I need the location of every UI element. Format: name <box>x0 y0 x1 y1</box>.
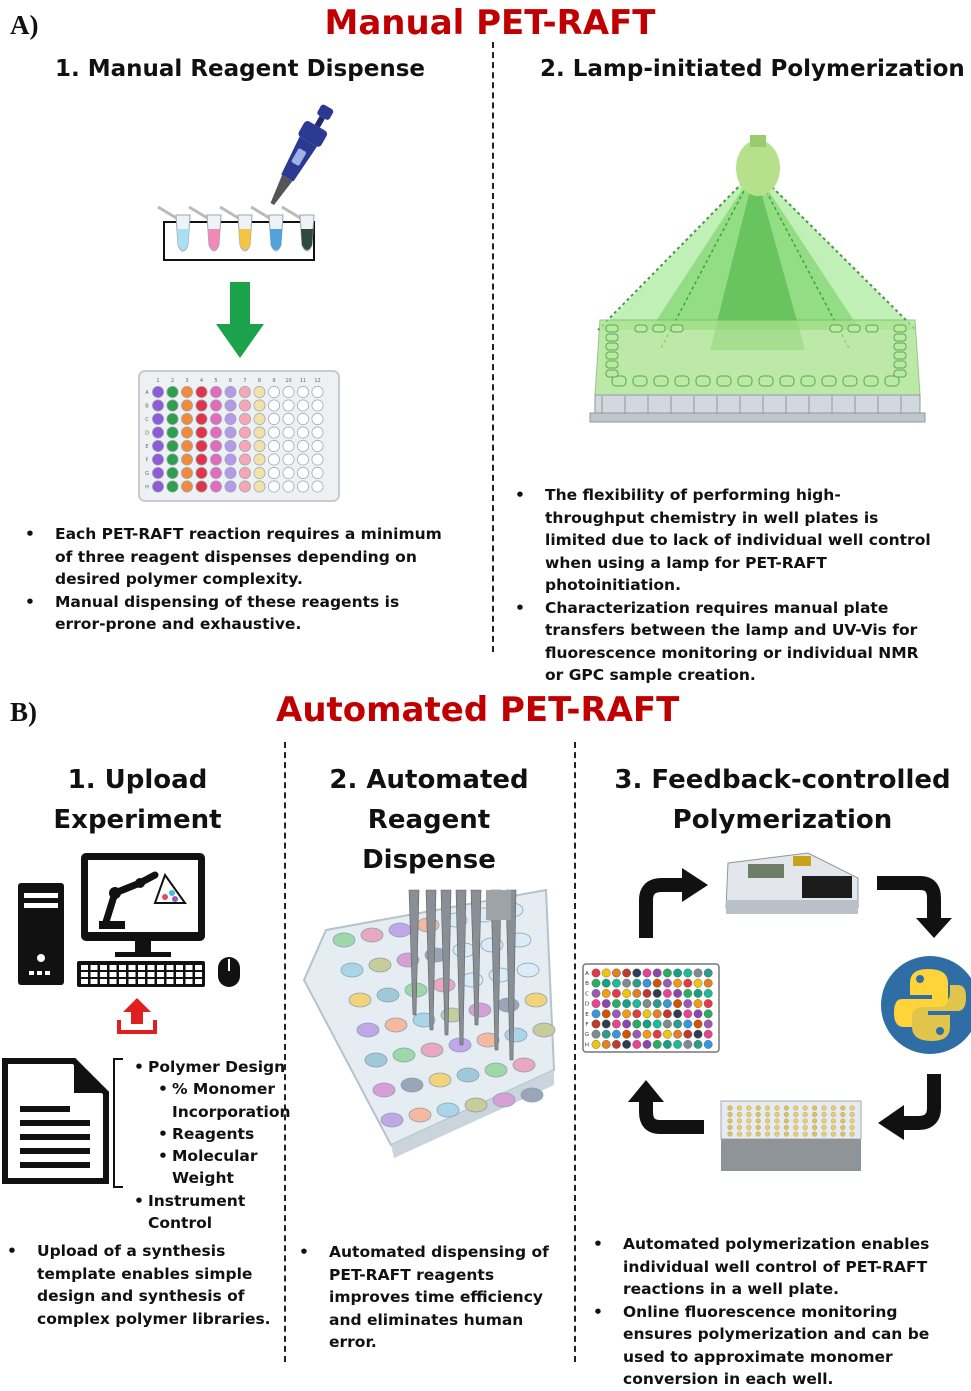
list-item: Weight <box>172 1169 234 1188</box>
bullet-item: Each PET-RAFT reaction requires a minimu… <box>25 523 455 591</box>
list-item: Instrument <box>148 1191 246 1210</box>
title-line: Polymerization <box>672 805 893 835</box>
bullet-item: Online fluorescence monitoring ensures p… <box>593 1301 971 1391</box>
panel-b-title: Automated PET-RAFT <box>276 690 680 730</box>
panel-a-title: Manual PET-RAFT <box>324 3 656 43</box>
plate-col-label: 12 <box>314 378 320 384</box>
plate-col-label: 9 <box>272 378 275 384</box>
panel-b-letter: B) <box>10 697 37 727</box>
plate-col-label: 6 <box>229 378 232 384</box>
list-item: % Monomer <box>172 1080 275 1099</box>
incubator-plate-icon <box>720 1100 862 1171</box>
plate-col-label: 5 <box>214 378 217 384</box>
list-item: Molecular <box>172 1147 258 1166</box>
plate-col-label: 11 <box>300 378 306 384</box>
plate-row-label: F <box>585 1022 588 1028</box>
plate-row-label: B <box>585 981 589 987</box>
panel-a-divider <box>492 42 494 652</box>
plate-row-label: D <box>585 1002 589 1008</box>
plate-col-label: 8 <box>258 378 261 384</box>
bracket <box>113 1058 123 1188</box>
lamp-polymerization-title: 2. Lamp-initiated Polymerization <box>540 56 965 82</box>
title-line: Experiment <box>53 805 222 835</box>
plate-col-label: 4 <box>200 378 203 384</box>
bullet-item: Upload of a synthesis template enables s… <box>7 1240 272 1330</box>
feedback-bullets: Automated polymerization enables individ… <box>593 1233 971 1391</box>
upload-icon <box>117 998 157 1034</box>
plate-row-label: H <box>145 485 149 491</box>
plate-col-label: 10 <box>285 378 291 384</box>
automated-dispense-title: 2. Automated Reagent Dispense <box>298 760 560 880</box>
upload-experiment-title: 1. Upload Experiment <box>10 760 265 840</box>
upload-template-list: •Polymer Design •% Monomer Incorporation… <box>134 1058 291 1233</box>
plate-row-label: E <box>585 1012 589 1018</box>
automated-dispense-plate-icon <box>302 888 556 1158</box>
down-arrow-icon <box>216 282 264 358</box>
plate-col-label: 1 <box>156 378 159 384</box>
dispense-bullet: Automated dispensing of PET-RAFT reagent… <box>299 1241 564 1354</box>
bullet-item: Automated polymerization enables individ… <box>593 1233 971 1301</box>
plate-row-label: F <box>146 458 149 464</box>
bullet-item: Manual dispensing of these reagents is e… <box>25 591 455 636</box>
panel-b-divider-2 <box>574 742 576 1362</box>
plate-col-label: 2 <box>171 378 174 384</box>
title-line: 2. Automated <box>329 765 529 795</box>
manual-dispense-bullets: Each PET-RAFT reaction requires a minimu… <box>25 523 455 636</box>
manual-dispense-title: 1. Manual Reagent Dispense <box>55 56 425 82</box>
bullet-item: Automated dispensing of PET-RAFT reagent… <box>299 1241 564 1354</box>
plate-reader-icon <box>725 852 859 914</box>
plate-row-label: B <box>145 404 149 410</box>
cycle-arrow-icon <box>628 868 952 1140</box>
plate-row-label: E <box>145 444 148 450</box>
computer-icon <box>18 853 240 987</box>
plate-col-label: 3 <box>185 378 188 384</box>
plate-col-label: 7 <box>243 378 246 384</box>
list-item: Incorporation <box>172 1102 291 1121</box>
document-icon <box>2 1058 109 1184</box>
lamp-icon <box>589 135 926 423</box>
panel-a-letter: A) <box>10 10 39 40</box>
plate-row-label: G <box>145 471 149 477</box>
title-line: Reagent Dispense <box>362 805 496 875</box>
bullet-item: The flexibility of performing high-throu… <box>515 484 940 597</box>
feedback-polymerization-title: 3. Feedback-controlled Polymerization <box>600 760 965 840</box>
list-item: Control <box>148 1214 213 1233</box>
plate-row-label: C <box>145 417 149 423</box>
tube-rack-icon <box>157 205 315 261</box>
upload-bullet: Upload of a synthesis template enables s… <box>7 1240 272 1330</box>
list-item: Polymer Design <box>148 1058 286 1076</box>
list-item: Reagents <box>172 1124 255 1143</box>
plate-row-label: A <box>145 390 149 396</box>
plate-row-label: A <box>585 971 589 977</box>
lamp-polymerization-bullets: The flexibility of performing high-throu… <box>515 484 940 687</box>
panel-b-divider-1 <box>284 742 286 1362</box>
plate-row-label: D <box>145 431 149 437</box>
title-line: 1. Upload <box>67 765 208 795</box>
pipette-icon <box>270 104 334 206</box>
plate-row-label: C <box>585 991 589 997</box>
bullet-item: Characterization requires manual plate t… <box>515 597 940 687</box>
plate-row-label: H <box>585 1042 589 1048</box>
plate-row-label: G <box>585 1032 589 1038</box>
python-logo-icon <box>881 956 971 1054</box>
title-line: 3. Feedback-controlled <box>614 765 951 795</box>
